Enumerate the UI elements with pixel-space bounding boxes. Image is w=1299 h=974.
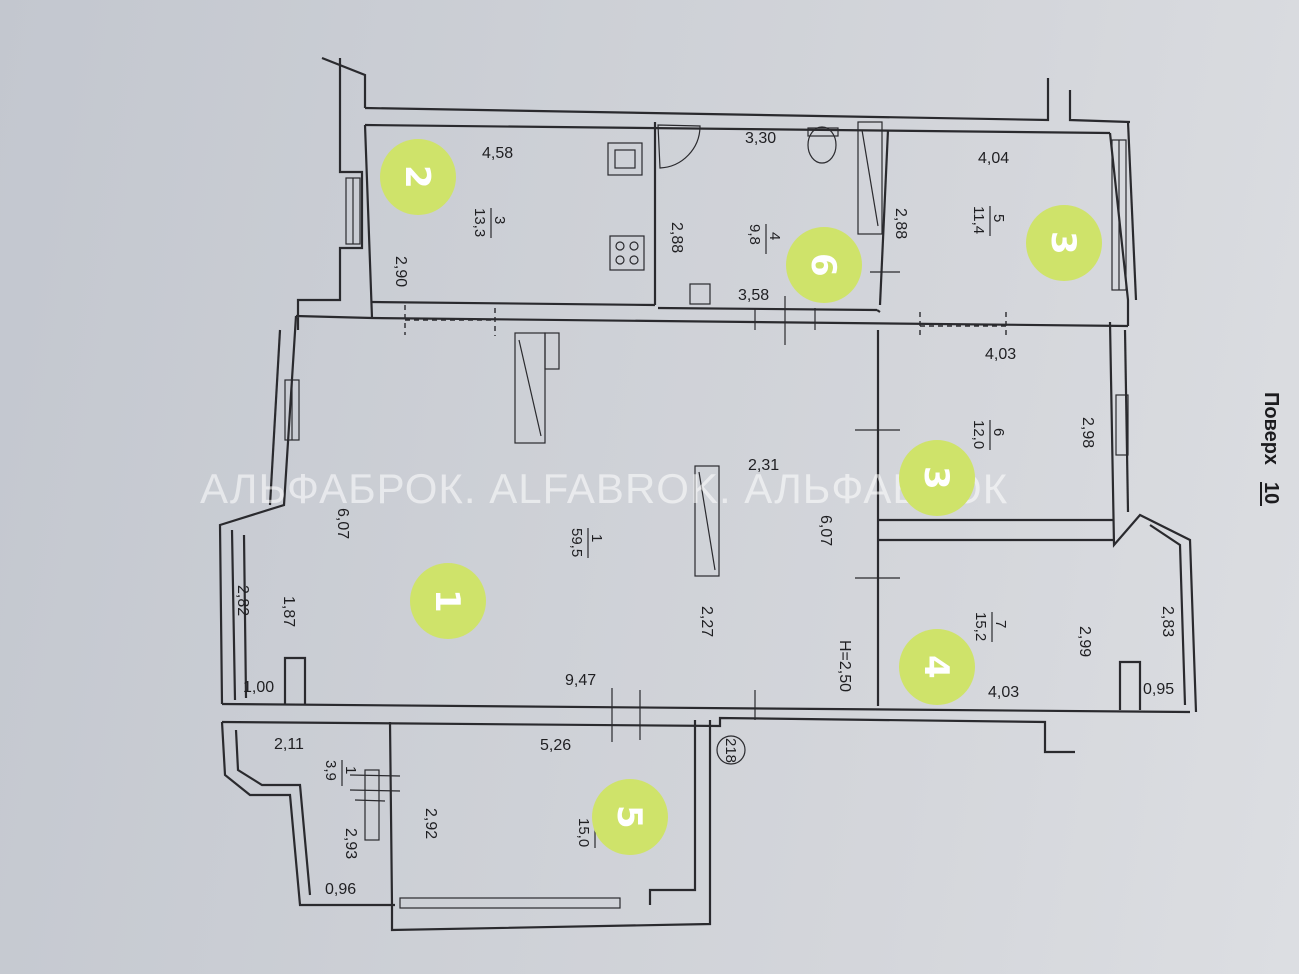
svg-text:3,9: 3,9 xyxy=(322,760,339,781)
svg-text:59,5: 59,5 xyxy=(568,528,585,557)
room-label-5: 5 11,4 xyxy=(970,206,1007,236)
windows xyxy=(284,139,1129,909)
room-label-6: 6 12,0 xyxy=(970,420,1007,450)
dim-label: 4,04 xyxy=(978,150,1009,167)
dim-label: 9,47 xyxy=(565,672,596,689)
floor-number: 10 xyxy=(1260,482,1282,504)
dim-label: 2,31 xyxy=(748,457,779,474)
badge-2: 2 xyxy=(380,139,456,215)
dim-label: 2,92 xyxy=(422,808,439,839)
floor-word: Поверх xyxy=(1260,392,1282,465)
marker-label: 218 xyxy=(722,738,739,763)
shaft-icon xyxy=(857,121,883,235)
dim-label: 2,88 xyxy=(892,208,909,239)
dim-label: 2,83 xyxy=(1159,606,1176,637)
openings xyxy=(404,271,1007,742)
room-label-3: 3 13,3 xyxy=(471,208,508,238)
walls xyxy=(218,56,1198,932)
toilet-icon xyxy=(807,126,837,164)
svg-text:15,0: 15,0 xyxy=(575,818,592,847)
svg-text:2: 2 xyxy=(397,165,437,189)
badge-4: 4 xyxy=(899,629,975,705)
badge-5: 5 xyxy=(592,779,668,855)
dim-label: 2,88 xyxy=(668,222,685,253)
svg-text:11,4: 11,4 xyxy=(970,206,987,234)
floor-label: Поверх 10 xyxy=(1260,392,1282,506)
svg-text:3: 3 xyxy=(916,466,956,490)
dim-label: 6,07 xyxy=(817,515,834,546)
svg-text:1: 1 xyxy=(427,589,467,613)
dim-label: 2,11 xyxy=(274,736,304,753)
svg-text:3: 3 xyxy=(1043,231,1083,255)
badges: 2 6 3 3 1 4 5 xyxy=(380,139,1102,855)
room-label-4: 4 9,8 xyxy=(746,224,783,254)
badge-3: 3 xyxy=(1026,205,1102,281)
svg-text:7: 7 xyxy=(992,620,1009,628)
dim-label: 4,03 xyxy=(985,346,1016,363)
sink-icon xyxy=(607,142,643,176)
svg-text:5: 5 xyxy=(990,214,1007,222)
dim-label: 4,03 xyxy=(988,684,1019,701)
dim-label: 1,00 xyxy=(243,679,274,696)
dim-label: 5,26 xyxy=(540,737,571,754)
svg-text:6: 6 xyxy=(803,253,843,277)
badge-6: 6 xyxy=(786,227,862,303)
dim-label: 2,98 xyxy=(1079,417,1096,448)
svg-text:3: 3 xyxy=(491,216,508,224)
dim-label: 4,58 xyxy=(482,145,513,162)
dim-label: 0,96 xyxy=(325,881,356,898)
dim-label: 2,93 xyxy=(342,828,359,859)
dim-label: 3,58 xyxy=(738,287,769,304)
room-label-balcony: 1 3,9 xyxy=(322,760,359,786)
dim-label: H=2,50 xyxy=(836,640,853,692)
svg-text:4: 4 xyxy=(916,655,956,679)
dim-label: 1,87 xyxy=(280,596,297,627)
dim-label: 6,07 xyxy=(334,508,351,539)
svg-text:13,3: 13,3 xyxy=(471,208,488,237)
dim-label: 0,95 xyxy=(1143,681,1174,698)
stove-icon xyxy=(609,235,645,271)
svg-text:5: 5 xyxy=(609,805,649,829)
dim-label: 2,82 xyxy=(234,585,251,616)
column-icon xyxy=(514,332,546,444)
svg-text:6: 6 xyxy=(990,428,1007,436)
svg-text:1: 1 xyxy=(588,534,605,542)
dim-label: 2,99 xyxy=(1076,626,1093,657)
dimensions: 4,58 2,90 3,30 2,88 3,58 2,88 4,04 4,03 … xyxy=(234,130,1176,898)
svg-text:9,8: 9,8 xyxy=(746,224,763,245)
column-icon xyxy=(694,465,720,577)
badge-3b: 3 xyxy=(899,440,975,516)
badge-1: 1 xyxy=(410,563,486,639)
dim-label: 2,90 xyxy=(392,256,409,287)
room-label-7: 7 15,2 xyxy=(972,612,1009,642)
fixtures xyxy=(514,121,883,577)
watermark: АЛЬФАБРОК. ALFABROK. АЛЬФАБРОК xyxy=(200,465,1008,512)
svg-text:1: 1 xyxy=(342,766,359,774)
room-labels: 1 59,5 2 15,0 3 13,3 4 9,8 5 11,4 6 12,0 xyxy=(322,206,1009,848)
door-swing-icon xyxy=(657,124,701,169)
svg-text:4: 4 xyxy=(766,232,783,240)
svg-text:12,0: 12,0 xyxy=(970,420,987,449)
boiler-icon xyxy=(689,283,711,305)
room-label-1: 1 59,5 xyxy=(568,528,605,558)
dim-label: 3,30 xyxy=(745,130,776,147)
section-marker: 218 xyxy=(716,735,746,765)
dim-label: 2,27 xyxy=(698,606,715,637)
svg-text:15,2: 15,2 xyxy=(972,612,989,641)
